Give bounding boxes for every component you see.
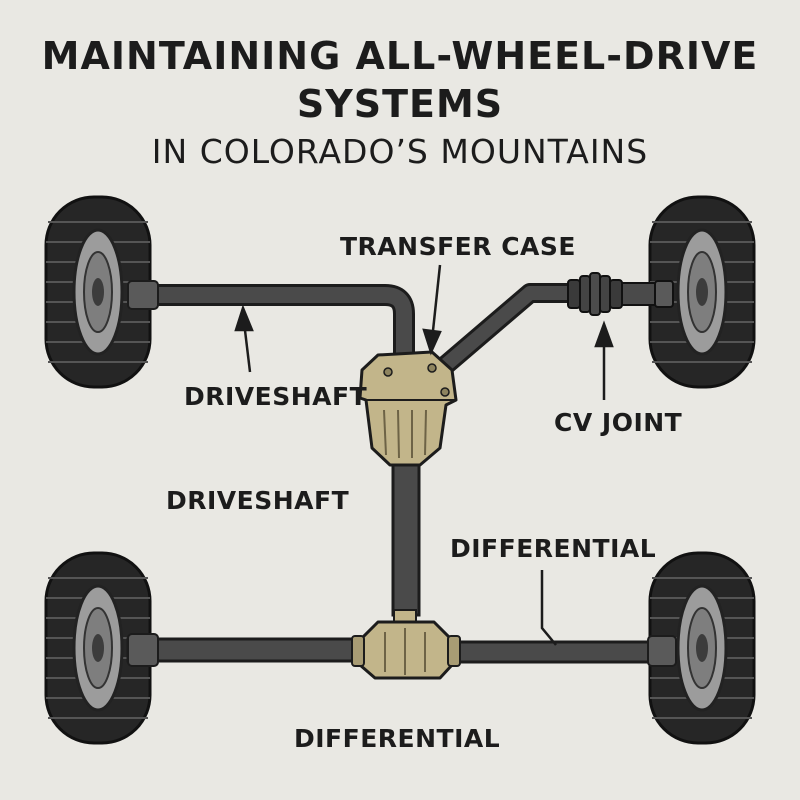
cv-joint xyxy=(567,272,674,316)
cv-joint-arrowhead xyxy=(594,320,614,348)
page-title-line-1: MAINTAINING ALL-WHEEL-DRIVE xyxy=(41,34,759,78)
front-right-driveshaft xyxy=(433,283,575,378)
page-subtitle: IN COLORADO’S MOUNTAINS xyxy=(151,132,649,171)
transfer-case-pointer xyxy=(430,264,442,341)
driveshaft-label-lower: DRIVESHAFT xyxy=(166,486,350,515)
transfer-case-label: TRANSFER CASE xyxy=(340,232,576,261)
driveshaft-label-upper: DRIVESHAFT xyxy=(184,382,368,411)
differential-label-right: DIFFERENTIAL xyxy=(450,534,657,563)
transfer-case-housing xyxy=(358,350,458,467)
rear-differential-housing xyxy=(351,609,461,680)
driveshaft-arrowhead xyxy=(234,304,254,332)
rear-driveshaft xyxy=(391,453,421,617)
cv-joint-label: CV JOINT xyxy=(554,408,683,437)
page-title-line-2: SYSTEMS xyxy=(296,82,504,126)
differential-pointer xyxy=(540,570,557,646)
differential-label-bottom: DIFFERENTIAL xyxy=(294,724,501,753)
front-left-driveshaft xyxy=(127,280,415,355)
rear-axle xyxy=(126,633,677,667)
label-pointers xyxy=(234,264,614,646)
transfer-case-arrowhead xyxy=(422,328,442,356)
